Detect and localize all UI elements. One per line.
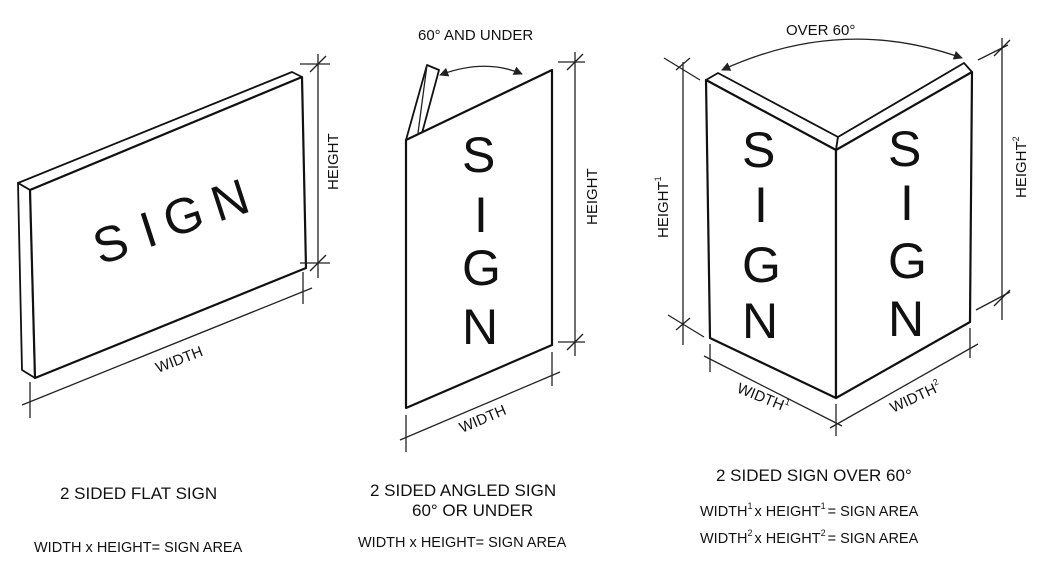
over60-sign-left-letter-g: G [742,237,781,293]
flat-sign-formula: WIDTH x HEIGHT= SIGN AREA [34,540,243,556]
over60-sign-right-letter-i: I [900,175,914,231]
angled-sign-formula: WIDTH x HEIGHT= SIGN AREA [358,535,567,551]
angled-sign-angle-label: 60° AND UNDER [418,27,533,44]
angled-sign-front-panel [404,68,554,410]
over60-sign-figure: OVER 60° S I G N S I G N HEIGHT1 [653,22,1030,436]
over60-sign-right-letter-s: S [888,121,921,177]
flat-sign-height-dimension: HEIGHT [300,54,342,278]
angled-sign-angle-arrow [439,65,523,77]
angled-sign-height-dimension: HEIGHT [558,52,601,356]
over60-sign-height1-dimension: HEIGHT1 [653,57,705,345]
angled-sign-letter-g: G [462,240,501,296]
over60-sign-angle-arrow [721,38,963,71]
over60-sign-left-letter-n: N [742,293,778,349]
over60-sign-right-letter-n: N [888,291,924,347]
over60-sign-angle-label: OVER 60° [786,22,855,39]
angled-sign-caption-line2: 60° OR UNDER [412,501,533,520]
over60-sign-height2-dimension: HEIGHT2 [975,38,1030,320]
flat-sign-caption: 2 SIDED FLAT SIGN [60,484,217,503]
over60-sign-height2-label: HEIGHT2 [1011,136,1030,198]
over60-sign-width2-label: WIDTH2 [887,377,944,417]
angled-sign-width-label: WIDTH [457,402,509,437]
over60-sign-height1-label: HEIGHT1 [653,176,672,238]
angled-sign-height-label: HEIGHT [584,168,601,225]
angled-sign-letter-s: S [462,127,495,183]
flat-sign-figure: S I G N HEIGHT WIDTH [17,54,342,418]
angled-sign-letter-n: N [462,299,498,355]
angled-sign-figure: 60° AND UNDER S I G N HEIGHT WIDTH [399,27,601,452]
over60-sign-width1-label: WIDTH1 [735,378,792,416]
angled-sign-caption-group: 2 SIDED ANGLED SIGN 60° OR UNDER WIDTH x… [358,481,567,551]
angled-sign-letter-i: I [474,187,488,243]
flat-sign-face [28,75,308,380]
flat-sign-caption-group: 2 SIDED FLAT SIGN WIDTH x HEIGHT= SIGN A… [34,484,243,556]
angled-sign-caption-line1: 2 SIDED ANGLED SIGN [370,481,556,500]
over60-sign-right-letter-g: G [888,233,927,289]
over60-sign-caption: 2 SIDED SIGN OVER 60° [716,466,912,485]
over60-sign-right-face [834,70,974,400]
flat-sign-height-label: HEIGHT [325,133,342,190]
over60-sign-left-letter-i: I [754,177,768,233]
over60-sign-left-letter-s: S [742,122,775,178]
